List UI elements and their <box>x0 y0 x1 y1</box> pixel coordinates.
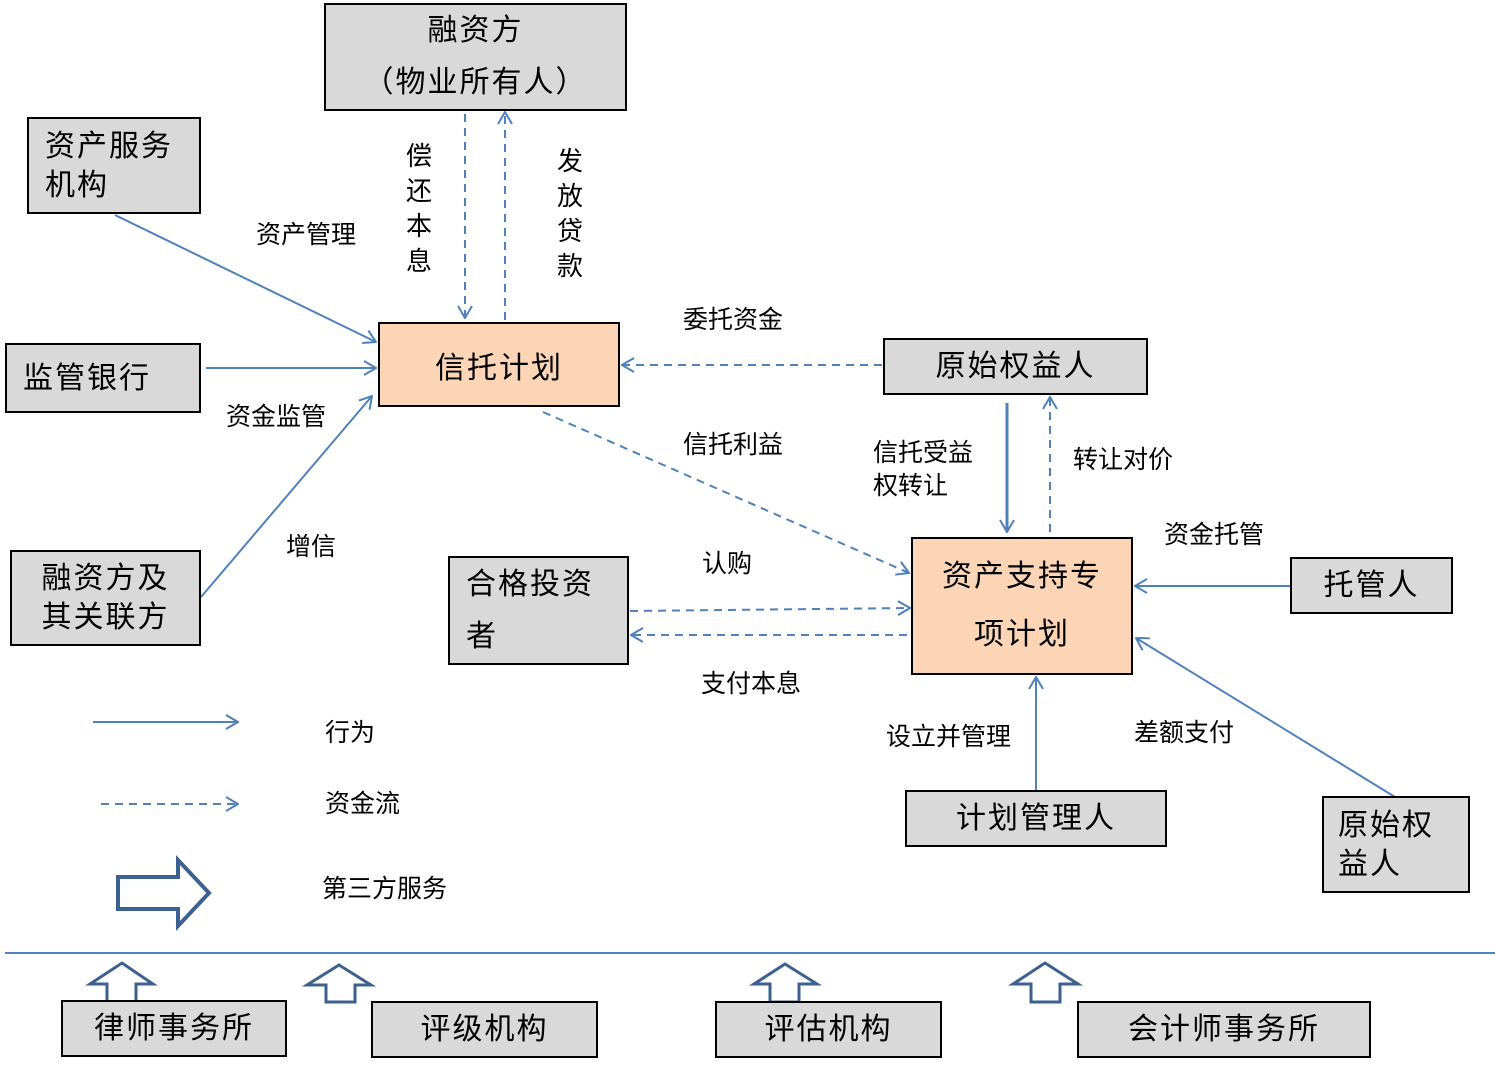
label-transfer-rights-line1: 信托受益 <box>873 438 974 467</box>
node-asset-servicer-line2: 机构 <box>45 167 109 203</box>
node-trust-plan-line1: 信托计划 <box>435 351 563 386</box>
label-fund-supervision: 资金监管 <box>226 402 327 431</box>
node-qualified-investor-line1: 合格投资 <box>466 566 594 602</box>
node-custodian: 托管人 <box>1290 557 1453 614</box>
label-loan-char: 贷 <box>556 217 583 247</box>
edge-subscription-arrow <box>629 608 910 611</box>
node-originator-top-line1: 原始权益人 <box>935 349 1096 384</box>
label-fund-custody: 资金托管 <box>1164 520 1265 549</box>
label-repay-char: 本 <box>405 212 432 242</box>
edge-shortfall-payment-arrow <box>1136 638 1396 798</box>
label-loan-char: 发 <box>556 147 583 177</box>
label-credit-enhancement: 增信 <box>286 532 337 561</box>
label-loan: 发 放 贷 款 <box>555 145 585 285</box>
node-plan-manager-line1: 计划管理人 <box>956 801 1116 836</box>
node-abs-plan-line2: 项计划 <box>974 617 1070 652</box>
node-financier-affiliates-line1: 融资方及 <box>41 561 170 596</box>
label-establish-manage: 设立并管理 <box>886 722 1012 751</box>
third-party-arrow-accounting-firm <box>1007 961 1084 1004</box>
third-party-appraisal-agency-label: 评估机构 <box>764 1012 893 1047</box>
node-supervising-bank: 监管银行 <box>5 343 201 413</box>
label-loan-char: 款 <box>556 252 583 282</box>
node-financier-owner: 融资方 （物业所有人） <box>324 3 627 111</box>
node-financier-affiliates: 融资方及 其关联方 <box>10 550 201 646</box>
node-plan-manager: 计划管理人 <box>905 790 1167 847</box>
third-party-appraisal-agency: 评估机构 <box>715 1001 942 1058</box>
node-supervising-bank-line1: 监管银行 <box>23 360 151 396</box>
label-loan-char: 放 <box>556 182 583 212</box>
label-repay: 偿 还 本 息 <box>404 140 434 280</box>
node-asset-servicer: 资产服务 机构 <box>27 117 201 214</box>
legend-action-label: 行为 <box>325 718 376 747</box>
node-abs-plan-line1: 资产支持专 <box>942 559 1102 594</box>
third-party-accounting-firm: 会计师事务所 <box>1077 1001 1371 1058</box>
node-qualified-investor-line2: 者 <box>466 618 498 654</box>
node-financier-affiliates-line2: 其关联方 <box>41 600 170 635</box>
node-qualified-investor: 合格投资 者 <box>448 556 629 665</box>
label-transfer-rights-line2: 权转让 <box>873 471 949 500</box>
node-originator-bottom: 原始权 益人 <box>1322 796 1470 893</box>
third-party-arrow-rating-agency <box>301 963 377 1004</box>
legend-cash-flow-label: 资金流 <box>325 789 401 818</box>
third-party-arrow-law-firm <box>84 961 158 1004</box>
legend-third-party-label: 第三方服务 <box>322 874 448 903</box>
edge-credit-enhancement-arrow <box>200 396 372 598</box>
label-transfer-rights: 信托受益 权转让 <box>873 436 973 502</box>
label-subscription: 认购 <box>702 549 753 578</box>
node-trust-plan: 信托计划 <box>378 322 620 407</box>
third-party-rating-agency: 评级机构 <box>371 1001 598 1058</box>
node-financier-owner-line1: 融资方 <box>427 13 524 48</box>
label-transfer-price: 转让对价 <box>1073 445 1174 474</box>
third-party-arrow-appraisal-agency <box>748 962 823 1004</box>
node-financier-owner-line2: （物业所有人） <box>363 65 588 100</box>
label-repay-char: 还 <box>405 177 432 207</box>
third-party-law-firm: 律师事务所 <box>61 1000 287 1057</box>
third-party-law-firm-label: 律师事务所 <box>94 1011 254 1046</box>
third-party-rating-agency-label: 评级机构 <box>420 1012 549 1047</box>
label-pay-principal-interest: 支付本息 <box>701 669 802 698</box>
node-originator-top: 原始权益人 <box>883 338 1148 395</box>
label-shortfall-payment: 差额支付 <box>1134 718 1235 747</box>
label-repay-char: 息 <box>405 247 432 277</box>
label-entrusted-funds: 委托资金 <box>683 305 784 334</box>
third-party-accounting-firm-label: 会计师事务所 <box>1128 1012 1320 1047</box>
node-asset-servicer-line1: 资产服务 <box>45 128 173 164</box>
legend-third-party-arrow <box>116 854 212 932</box>
edge-asset-mgmt-arrow <box>114 214 376 342</box>
node-abs-plan: 资产支持专 项计划 <box>911 537 1133 675</box>
label-trust-benefit: 信托利益 <box>683 430 784 459</box>
node-originator-bottom-line2: 益人 <box>1338 846 1402 882</box>
label-repay-char: 偿 <box>405 142 432 172</box>
edge-trust-benefit-arrow <box>542 411 909 573</box>
node-originator-bottom-line1: 原始权 <box>1338 807 1434 843</box>
node-custodian-line1: 托管人 <box>1323 568 1420 603</box>
label-asset-mgmt: 资产管理 <box>256 220 357 249</box>
